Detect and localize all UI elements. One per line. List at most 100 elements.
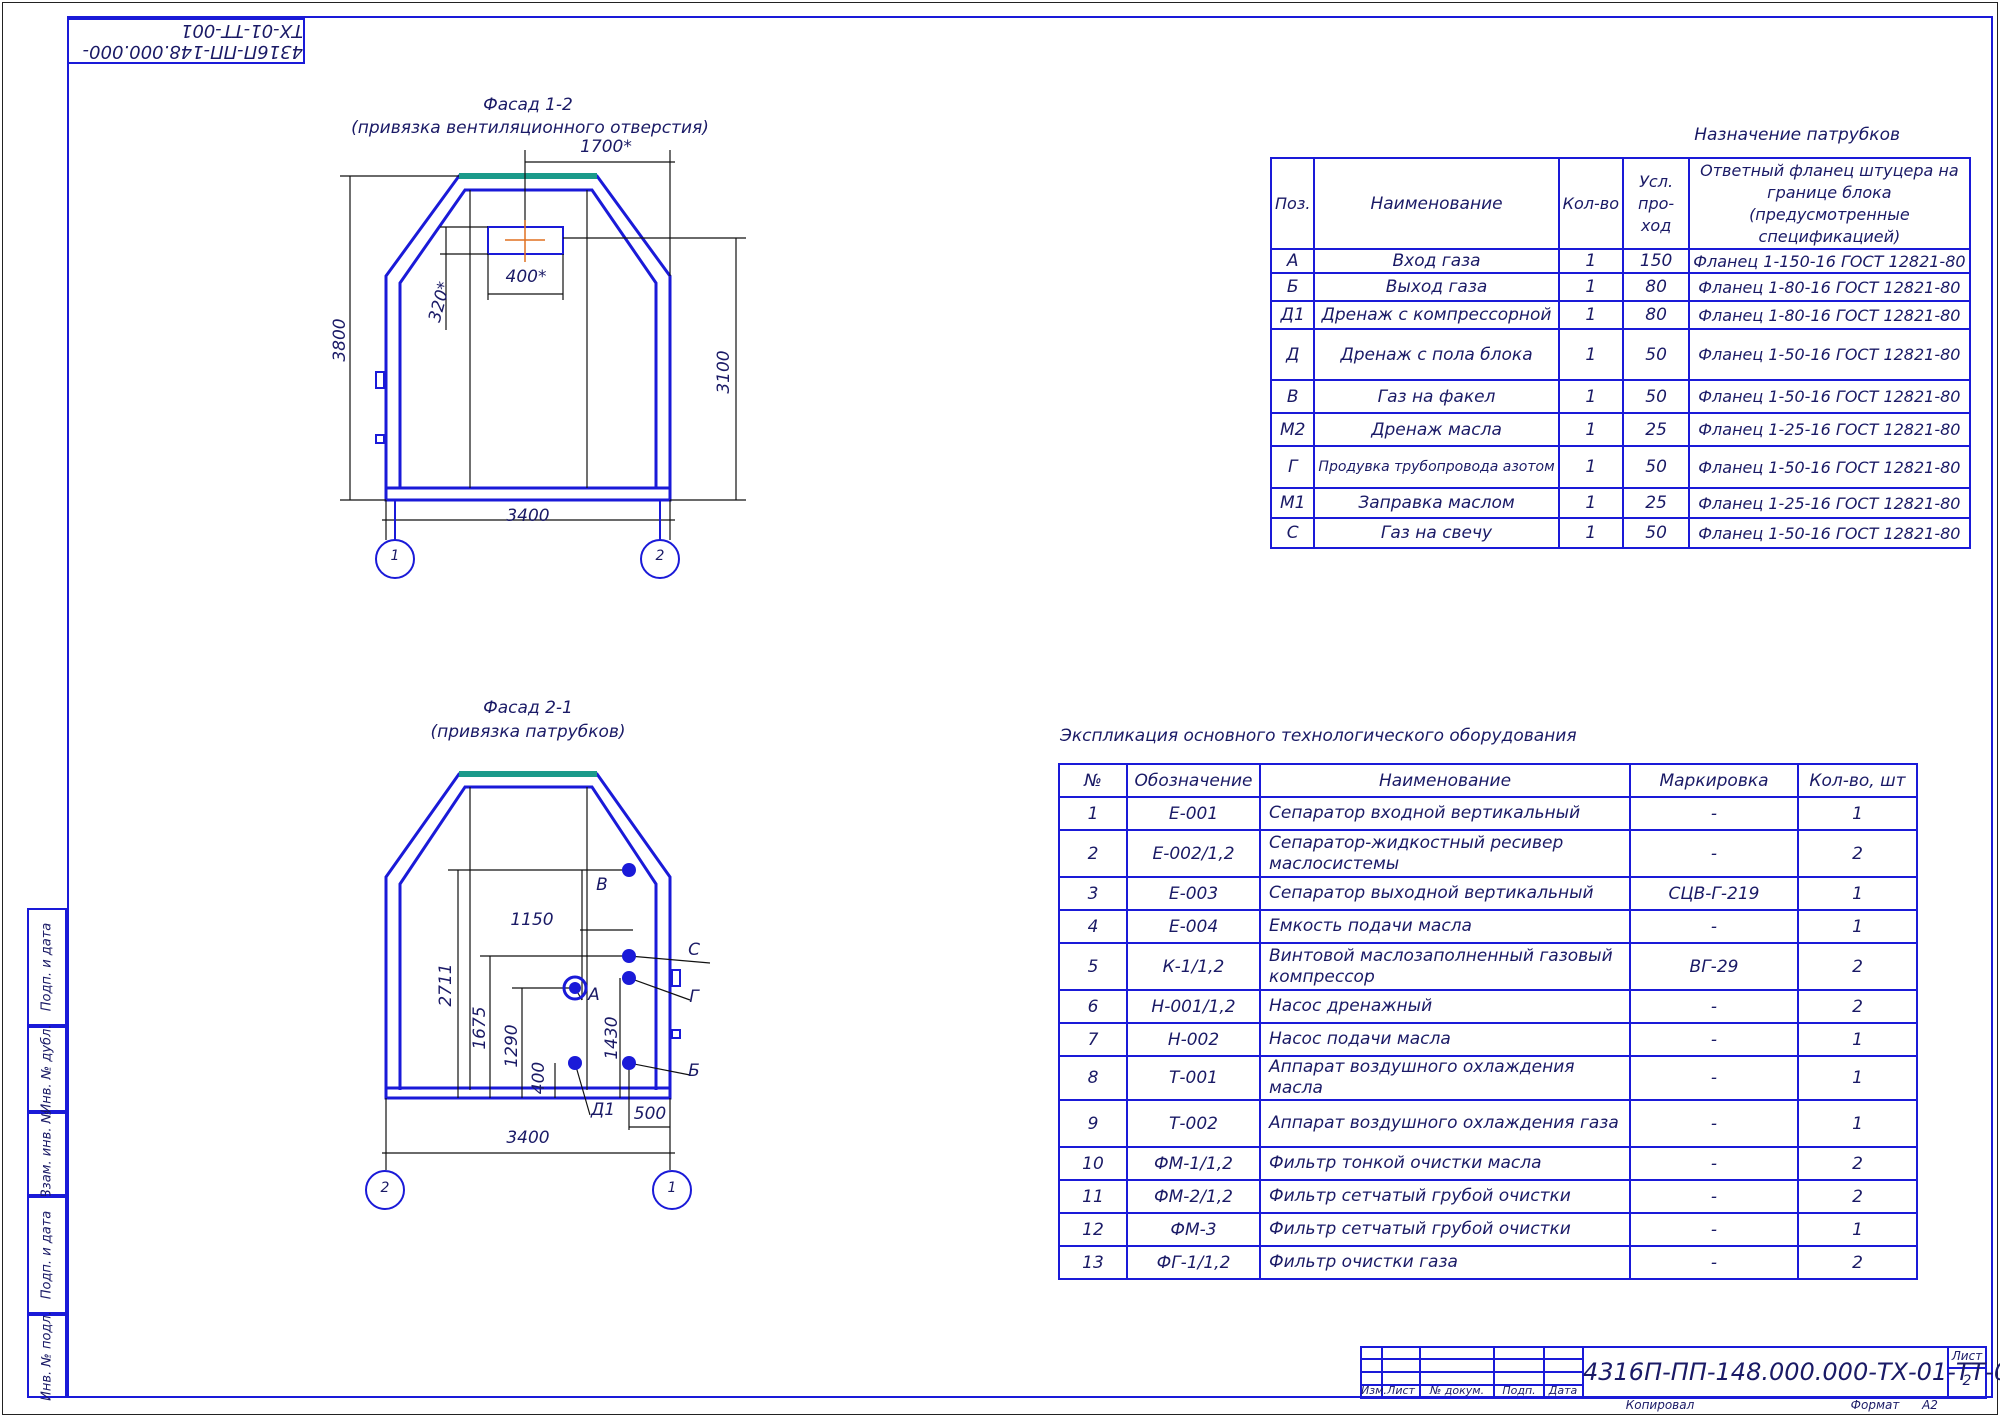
facade1-dim-inner-h: 3100: [714, 350, 734, 394]
nozzle-flange: Фланец 1-150-16 ГОСТ 12821-80: [1688, 248, 1971, 274]
side-marks: [375, 371, 681, 1039]
nozzle-qty: 1: [1557, 517, 1625, 549]
nozzle-pos: Б: [1269, 272, 1316, 302]
equipment-mark: -: [1629, 1099, 1799, 1148]
nozzle-dn: 25: [1622, 412, 1691, 447]
equipment-name: Фильтр очистки газа: [1259, 1245, 1631, 1280]
equipment-mark: ВГ-29: [1629, 942, 1799, 991]
facade2-label-v: В: [596, 875, 608, 895]
title-block-grid: [1360, 1346, 1987, 1399]
nozzle-flange: Фланец 1-25-16 ГОСТ 12821-80: [1688, 412, 1971, 447]
facade2-label-g: Г: [689, 987, 699, 1007]
nozzle-qty: 1: [1557, 487, 1625, 519]
equipment-header-code: Обозначение: [1126, 763, 1261, 798]
equipment-header-mark: Маркировка: [1629, 763, 1799, 798]
tb-sheet-label: Лист: [1951, 1349, 1983, 1363]
nozzle-dn: 80: [1622, 272, 1691, 302]
equipment-code: ФМ-1/1,2: [1126, 1146, 1261, 1181]
nozzle-name: Заправка маслом: [1313, 487, 1560, 519]
equipment-mark: -: [1629, 1055, 1799, 1101]
nozzle-flange: Фланец 1-25-16 ГОСТ 12821-80: [1688, 487, 1971, 519]
equipment-mark: -: [1629, 1245, 1799, 1280]
nozzle-flange: Фланец 1-80-16 ГОСТ 12821-80: [1688, 300, 1971, 330]
equipment-no: 2: [1058, 829, 1128, 878]
equipment-name: Фильтр тонкой очистки масла: [1259, 1146, 1631, 1181]
facade2-subtitle: (привязка патрубков): [430, 722, 626, 742]
facade1-axis-2: 2: [655, 548, 665, 564]
nozzle-dn: 80: [1622, 300, 1691, 330]
equipment-qty: 2: [1797, 1146, 1918, 1181]
nozzle-name: Дренаж масла: [1313, 412, 1560, 447]
equipment-header-row: № Обозначение Наименование Маркировка Ко…: [1058, 763, 1918, 798]
equipment-code: Т-001: [1126, 1055, 1261, 1101]
equipment-qty: 1: [1797, 1055, 1918, 1101]
nozzle-pos: Г: [1269, 445, 1316, 489]
tb-col-sign: Подп.: [1502, 1384, 1536, 1397]
nozzle-pos: М2: [1269, 412, 1316, 447]
nozzles-table: Поз. Наименование Кол-во Усл. про- ход О…: [1269, 157, 1971, 549]
equipment-no: 7: [1058, 1022, 1128, 1057]
equipment-code: ФГ-1/1,2: [1126, 1245, 1261, 1280]
equipment-mark: -: [1629, 1022, 1799, 1057]
nozzle-name: Газ на факел: [1313, 379, 1560, 414]
nozzles-header-flange: Ответный фланец штуцера на границе блока…: [1688, 157, 1971, 250]
nozzle-qty: 1: [1557, 412, 1625, 447]
equipment-mark: СЦВ-Г-219: [1629, 876, 1799, 911]
equipment-code: Н-001/1,2: [1126, 989, 1261, 1024]
facade2-dim-width: 3400: [506, 1128, 550, 1148]
nozzle-name: Вход газа: [1313, 248, 1560, 274]
tb-sheet-no: 2: [1962, 1373, 1972, 1389]
equipment-qty: 2: [1797, 989, 1918, 1024]
equipment-name: Винтовой маслозаполненный газовый компре…: [1259, 942, 1631, 991]
facade2-dim-h4: 1430: [602, 1016, 622, 1060]
nozzle-pos: Д: [1269, 328, 1316, 381]
equipment-code: Е-001: [1126, 796, 1261, 831]
equipment-name: Фильтр сетчатый грубой очистки: [1259, 1179, 1631, 1214]
equipment-header-name: Наименование: [1259, 763, 1631, 798]
facade2-dim-h1: 2711: [436, 963, 456, 1007]
nozzle-name: Выход газа: [1313, 272, 1560, 302]
equipment-name: Аппарат воздушного охлаждения масла: [1259, 1055, 1631, 1101]
facade2-dim-w1: 1150: [510, 910, 554, 930]
facade1-dim-width: 3400: [506, 506, 550, 526]
equipment-qty: 2: [1797, 829, 1918, 878]
equipment-no: 11: [1058, 1179, 1128, 1214]
nozzle-qty: 1: [1557, 300, 1625, 330]
facade2-axis-2: 2: [380, 1180, 390, 1196]
equipment-code: Е-002/1,2: [1126, 829, 1261, 878]
equipment-qty: 2: [1797, 1245, 1918, 1280]
facade2-dim-h2: 1675: [470, 1006, 490, 1050]
nozzle-dn: 150: [1622, 248, 1691, 274]
nozzle-name: Газ на свечу: [1313, 517, 1560, 549]
facade1-dim-vent-w: 400*: [505, 267, 547, 287]
equipment-mark: -: [1629, 909, 1799, 944]
tb-col-date: Дата: [1548, 1384, 1578, 1397]
equipment-header-qty: Кол-во, шт: [1797, 763, 1918, 798]
equipment-mark: -: [1629, 1212, 1799, 1247]
equipment-no: 1: [1058, 796, 1128, 831]
tb-format: А2: [1922, 1398, 1938, 1412]
nozzle-flange: Фланец 1-80-16 ГОСТ 12821-80: [1688, 272, 1971, 302]
equipment-qty: 1: [1797, 876, 1918, 911]
facade2-dim-w2: 500: [633, 1104, 667, 1124]
equipment-no: 5: [1058, 942, 1128, 991]
equipment-no: 4: [1058, 909, 1128, 944]
equipment-mark: -: [1629, 1146, 1799, 1181]
tb-copied: Копировал: [1625, 1398, 1695, 1412]
equipment-no: 12: [1058, 1212, 1128, 1247]
facade2-nozzles: [562, 863, 636, 1070]
equipment-no: 6: [1058, 989, 1128, 1024]
equipment-mark: -: [1629, 796, 1799, 831]
nozzle-dn: 50: [1622, 328, 1691, 381]
